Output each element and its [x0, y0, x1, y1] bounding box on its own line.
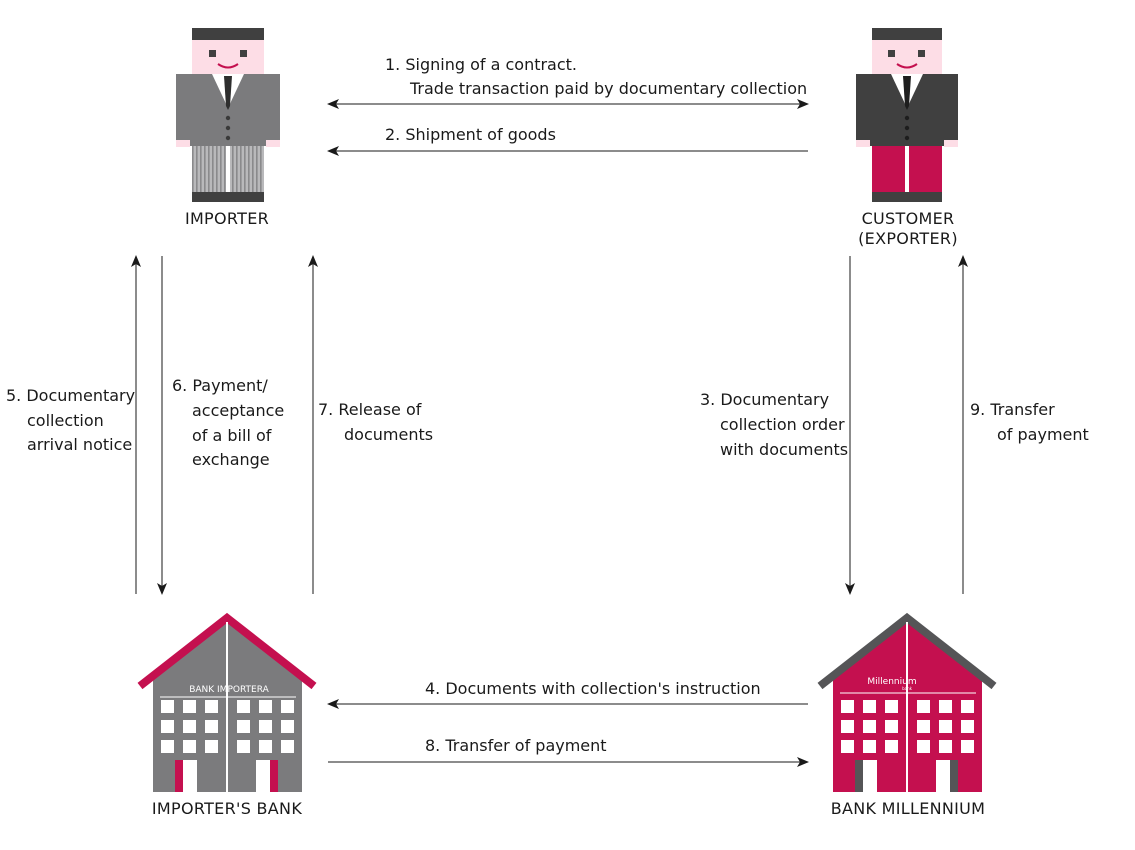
- step-3-line3: with documents: [720, 440, 848, 459]
- importer-figure: [176, 28, 280, 202]
- step-6-line3: of a bill of: [192, 426, 272, 445]
- step-7-line1: 7. Release of: [318, 400, 422, 419]
- bank-millennium-label: BANK MILLENNIUM: [831, 799, 986, 818]
- step-1-line1: 1. Signing of a contract.: [385, 55, 577, 74]
- importers-bank-sign: BANK IMPORTERA: [189, 685, 269, 695]
- importer-label: IMPORTER: [185, 209, 269, 228]
- importers-bank-building: BANK IMPORTERA: [137, 612, 317, 792]
- step-7-line2: documents: [344, 425, 433, 444]
- step-6-line4: exchange: [192, 450, 270, 469]
- importers-bank-label: IMPORTER'S BANK: [152, 799, 302, 818]
- step-2-label: 2. Shipment of goods: [385, 125, 556, 144]
- step-9-line1: 9. Transfer: [970, 400, 1055, 419]
- step-4-label: 4. Documents with collection's instructi…: [425, 679, 761, 698]
- bank-millennium-building: Millennium bank: [817, 612, 997, 792]
- step-3-line2: collection order: [720, 415, 845, 434]
- step-5-line3: arrival notice: [27, 435, 132, 454]
- customer-label-line1: CUSTOMER: [862, 209, 955, 228]
- step-9-line2: of payment: [997, 425, 1089, 444]
- step-6-line2: acceptance: [192, 401, 284, 420]
- step-5-line2: collection: [27, 411, 104, 430]
- step-8-label: 8. Transfer of payment: [425, 736, 607, 755]
- millennium-sign-sub: bank: [902, 686, 913, 691]
- customer-figure: [856, 28, 958, 202]
- step-6-line1: 6. Payment/: [172, 376, 268, 395]
- step-3-line1: 3. Documentary: [700, 390, 829, 409]
- customer-label-line2: (EXPORTER): [858, 229, 958, 248]
- millennium-sign: Millennium: [867, 677, 916, 687]
- step-1-line2: Trade transaction paid by documentary co…: [409, 79, 807, 98]
- step-5-line1: 5. Documentary: [6, 386, 135, 405]
